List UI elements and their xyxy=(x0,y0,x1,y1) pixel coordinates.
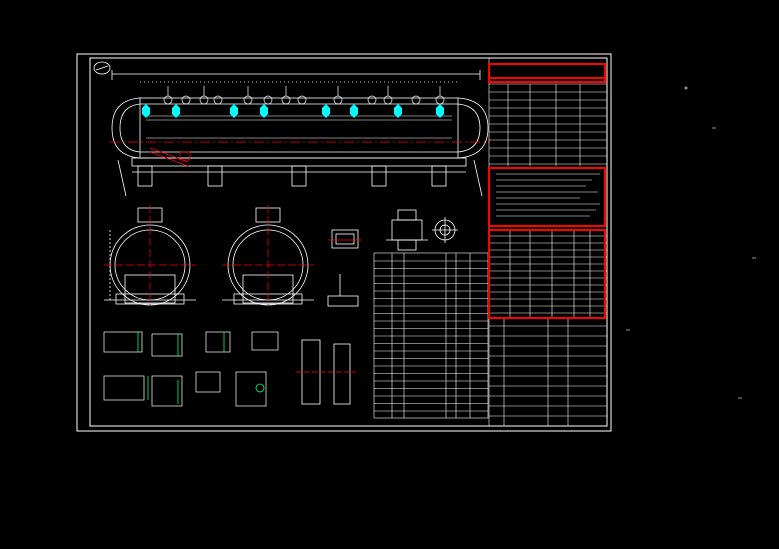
sheet-outer-frame xyxy=(76,53,612,432)
nozzle-detail[interactable] xyxy=(386,209,428,251)
top-nozzles xyxy=(163,86,445,105)
technical-notes xyxy=(496,173,600,217)
cyan-nozzle-markers xyxy=(142,104,444,118)
title-block-panel[interactable] xyxy=(488,57,608,427)
weld-detail-green-marks xyxy=(137,332,265,404)
view-symbol xyxy=(93,61,111,75)
parts-list-table[interactable] xyxy=(373,252,489,419)
right-head xyxy=(457,97,489,159)
weld-details[interactable] xyxy=(103,331,279,407)
blind-flange-detail[interactable] xyxy=(432,217,458,243)
support-leg-detail[interactable] xyxy=(296,339,356,405)
vessel-elevation-view[interactable] xyxy=(111,70,489,197)
outside-marks xyxy=(626,86,756,399)
left-head xyxy=(111,97,141,159)
saddle-supports xyxy=(137,165,447,187)
sheet-inner-frame xyxy=(89,57,608,427)
trolley-detail xyxy=(149,147,191,167)
vessel-shell xyxy=(139,97,459,159)
base-rail xyxy=(131,157,467,167)
flange-detail[interactable] xyxy=(327,229,362,307)
red-revision-boxes xyxy=(488,63,606,319)
